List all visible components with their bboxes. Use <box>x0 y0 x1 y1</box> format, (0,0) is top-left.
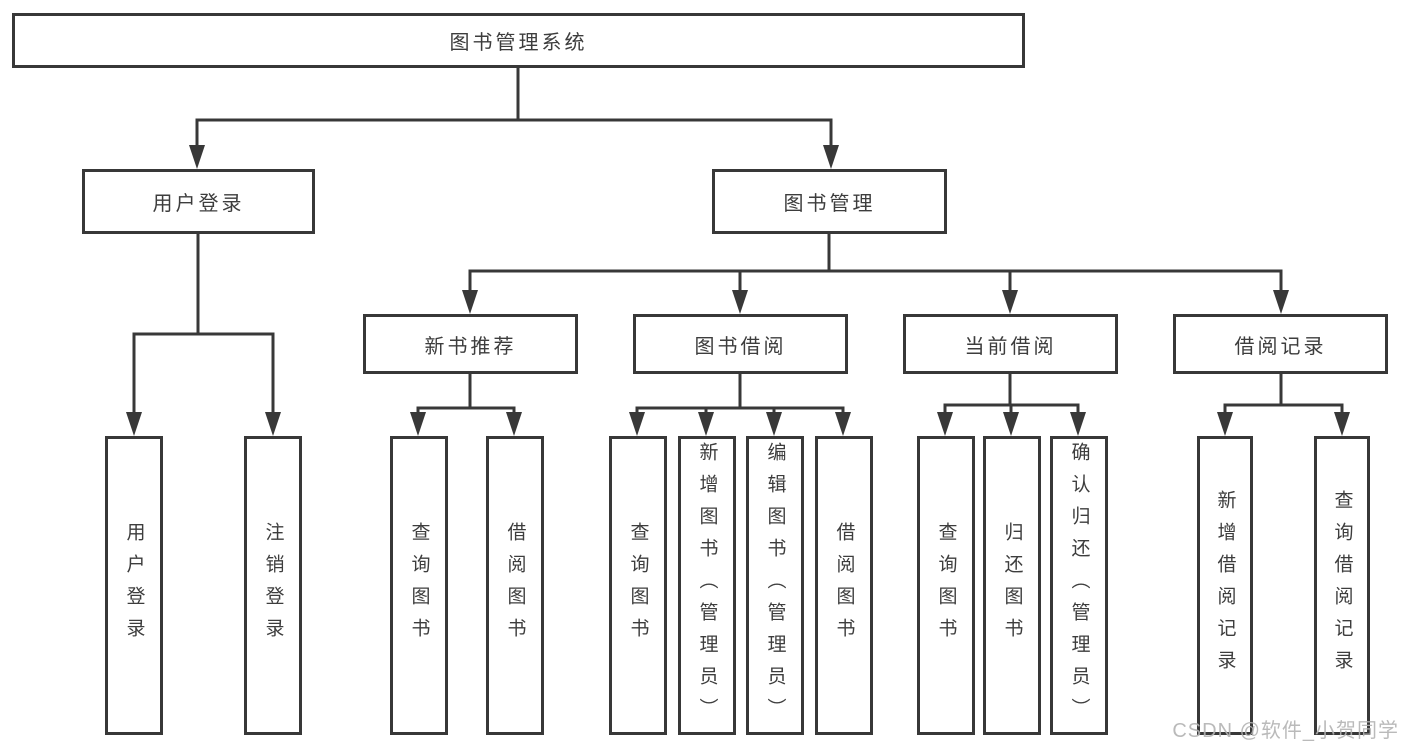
node-label: 新增图书（管理员） <box>696 441 718 730</box>
connector-new-book-recommend <box>416 374 516 416</box>
node-library-system: 图书管理系统 <box>12 13 1025 68</box>
leaf-query-books-current: 查询图书 <box>917 436 975 735</box>
arrow-icon <box>1070 412 1086 436</box>
connector-borrowing-records <box>1223 374 1344 416</box>
leaf-add-borrow-record: 新增借阅记录 <box>1197 436 1253 735</box>
node-label: 用户登录 <box>123 521 145 650</box>
leaf-return-books: 归还图书 <box>983 436 1041 735</box>
node-label: 新增借阅记录 <box>1214 489 1236 682</box>
node-label: 编辑图书（管理员） <box>764 441 786 730</box>
node-label: 注销登录 <box>262 521 284 650</box>
node-book-management-branch: 图书管理 <box>712 169 947 234</box>
node-label: 查询借阅记录 <box>1331 489 1353 682</box>
node-current-borrowing: 当前借阅 <box>903 314 1118 374</box>
connector-book-borrowing <box>635 374 845 416</box>
node-label: 图书管理系统 <box>449 32 588 54</box>
arrow-icon <box>126 412 142 436</box>
node-label: 查询图书 <box>935 521 957 650</box>
node-label: 确认归还（管理员） <box>1068 441 1090 730</box>
connector-book-management <box>468 234 1283 294</box>
leaf-query-borrow-record: 查询借阅记录 <box>1314 436 1370 735</box>
connector-user-login <box>132 234 275 416</box>
arrow-icon <box>835 412 851 436</box>
connector-root <box>195 68 833 150</box>
arrow-icon <box>823 145 839 169</box>
node-new-book-recommend: 新书推荐 <box>363 314 578 374</box>
leaf-borrow-books-recommend: 借阅图书 <box>486 436 544 735</box>
arrow-icon <box>1334 412 1350 436</box>
arrow-icon <box>1003 412 1019 436</box>
node-label: 图书管理 <box>783 193 876 215</box>
leaf-user-login: 用户登录 <box>105 436 163 735</box>
node-book-borrowing: 图书借阅 <box>633 314 848 374</box>
leaf-edit-books-admin: 编辑图书（管理员） <box>746 436 804 735</box>
leaf-confirm-return-admin: 确认归还（管理员） <box>1050 436 1108 735</box>
arrow-icon <box>629 412 645 436</box>
node-label: 查询图书 <box>408 521 430 650</box>
arrow-icon <box>1002 290 1018 314</box>
arrow-icon <box>189 145 205 169</box>
arrow-icon <box>410 412 426 436</box>
node-label: 新书推荐 <box>424 335 517 358</box>
connector-current-borrowing <box>943 374 1080 416</box>
arrowheads <box>126 145 1350 436</box>
node-user-login-branch: 用户登录 <box>82 169 315 234</box>
node-label: 图书借阅 <box>694 335 787 358</box>
arrow-icon <box>1273 290 1289 314</box>
leaf-add-books-admin: 新增图书（管理员） <box>678 436 736 735</box>
arrow-icon <box>732 290 748 314</box>
arrow-icon <box>937 412 953 436</box>
node-label: 归还图书 <box>1001 521 1023 650</box>
node-borrowing-records: 借阅记录 <box>1173 314 1388 374</box>
node-label: 借阅图书 <box>504 521 526 650</box>
leaf-query-books-recommend: 查询图书 <box>390 436 448 735</box>
leaf-borrow-books-borrowing: 借阅图书 <box>815 436 873 735</box>
leaf-query-books-borrowing: 查询图书 <box>609 436 667 735</box>
node-label: 借阅记录 <box>1234 335 1327 358</box>
leaf-logout: 注销登录 <box>244 436 302 735</box>
arrow-icon <box>1217 412 1233 436</box>
node-label: 用户登录 <box>152 193 245 215</box>
watermark: CSDN @软件_小贺同学 <box>1172 720 1399 742</box>
arrow-icon <box>265 412 281 436</box>
node-label: 借阅图书 <box>833 521 855 650</box>
arrow-icon <box>698 412 714 436</box>
arrow-icon <box>462 290 478 314</box>
node-label: 查询图书 <box>627 521 649 650</box>
arrow-icon <box>766 412 782 436</box>
arrow-icon <box>506 412 522 436</box>
node-label: 当前借阅 <box>964 335 1057 358</box>
